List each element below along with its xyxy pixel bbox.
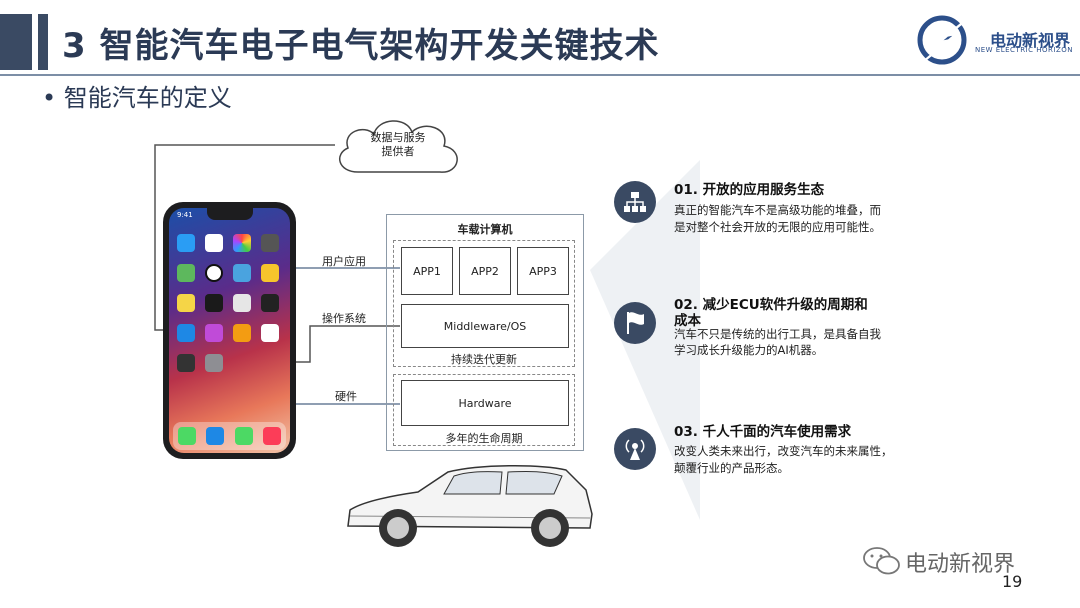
cloud-icon [338, 120, 458, 173]
mail-icon [177, 234, 195, 252]
title-accent-bar [0, 14, 32, 70]
music-icon [262, 427, 281, 445]
item-2-line-1: 汽车不只是传统的出行工具，是具备自我 [674, 327, 881, 341]
calendar-icon [205, 234, 223, 252]
item-2-title-cont: 成本 [674, 313, 701, 329]
software-group [393, 240, 575, 367]
page-title: 3 智能汽车电子电气架构开发关键技术 [62, 26, 660, 66]
phone-screen: 9:41 [169, 208, 290, 453]
stocks-icon [205, 294, 223, 312]
onboard-computer-frame [386, 214, 584, 451]
notes-icon [177, 294, 195, 312]
network-icon [614, 181, 656, 223]
item-2-title: 02. 减少ECU软件升级的周期和 [674, 297, 868, 313]
item-1-line-1: 真正的智能汽车不是高级功能的堆叠，而 [674, 203, 881, 217]
books-icon [233, 324, 251, 342]
hardware-group [393, 374, 575, 446]
itunes-icon [205, 324, 223, 342]
phone-dock [173, 422, 286, 450]
maps-icon [177, 264, 195, 282]
app2-box: APP2 [459, 247, 511, 295]
phone-notch [207, 208, 253, 220]
label-user-app: 用户应用 [322, 255, 366, 268]
weather-icon [233, 264, 251, 282]
logo-tagline: NEW ELECTRIC HORIZON [975, 46, 1073, 54]
wallet-icon [177, 354, 195, 372]
flag-icon [614, 302, 656, 344]
videos-icon [261, 294, 279, 312]
home-icon [261, 264, 279, 282]
car-illustration [347, 464, 593, 547]
title-divider [0, 74, 1080, 76]
item-1-title: 01. 开放的应用服务生态 [674, 182, 825, 198]
app3-box: APP3 [517, 247, 569, 295]
photos-icon [233, 234, 251, 252]
health-icon [261, 324, 279, 342]
item-3-line-2: 颠覆行业的产品形态。 [674, 461, 789, 475]
item-3-line-1: 改变人类未来出行，改变汽车的未来属性， [674, 444, 893, 458]
settings-icon [205, 354, 223, 372]
reminders-icon [233, 294, 251, 312]
cloud-label: 数据与服务 提供者 [370, 131, 426, 158]
item-2-line-2: 学习成长升级能力的AI机器。 [674, 343, 824, 357]
title-accent-bar-thin [38, 14, 48, 70]
logo-icon [917, 10, 978, 66]
label-hardware: 硬件 [335, 390, 357, 403]
messages-icon [234, 427, 253, 445]
safari-icon [206, 427, 225, 445]
middleware-box: Middleware/OS [401, 304, 569, 348]
wechat-icon [863, 547, 900, 575]
item-3-title: 03. 千人千面的汽车使用需求 [674, 424, 852, 440]
appstore-icon [177, 324, 195, 342]
smartphone: 9:41 [163, 202, 296, 459]
page-number: 19 [1002, 572, 1023, 591]
hardware-box: Hardware [401, 380, 569, 426]
item-1-line-2: 是对整个社会开放的无限的应用可能性。 [674, 220, 881, 234]
onboard-computer-title: 车载计算机 [457, 223, 513, 236]
clock-icon [205, 264, 223, 282]
camera-icon [261, 234, 279, 252]
logo-name: 电动新视界 [990, 31, 1071, 50]
app-grid [177, 234, 285, 372]
software-caption: 持续迭代更新 [451, 353, 517, 366]
phone-icon [178, 427, 197, 445]
watermark-text: 电动新视界 [905, 552, 1016, 577]
section-subtitle: • 智能汽车的定义 [42, 84, 232, 112]
app1-box: APP1 [401, 247, 453, 295]
phone-time: 9:41 [177, 211, 193, 219]
hardware-caption: 多年的生命周期 [445, 432, 523, 445]
label-os: 操作系统 [322, 312, 366, 325]
antenna-icon [614, 428, 656, 470]
